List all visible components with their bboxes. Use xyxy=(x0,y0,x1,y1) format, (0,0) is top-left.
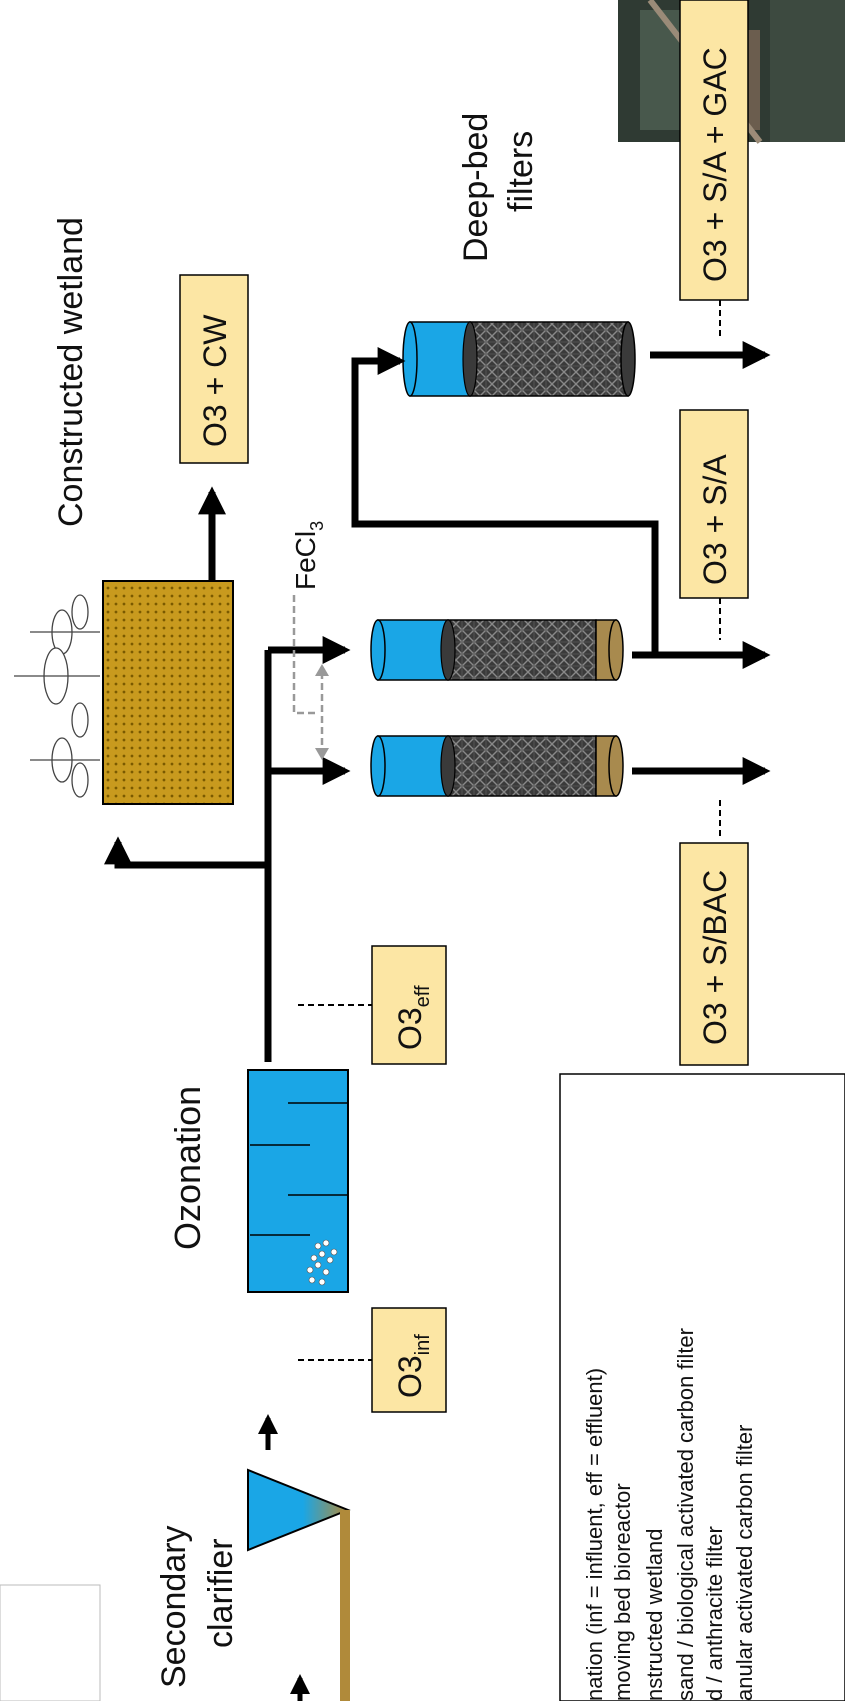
ozonation-reactor xyxy=(248,1070,348,1292)
filter-s-a xyxy=(371,620,623,680)
secondary-clarifier-label-1: Secondary xyxy=(155,1525,193,1688)
constructed-wetland xyxy=(14,581,233,804)
secondary-clarifier xyxy=(248,1470,350,1701)
o3-s-bac-label: O3 + S/BAC xyxy=(697,870,733,1045)
legend-entry: anular activated carbon filter xyxy=(732,1425,757,1701)
legend-entry: d / anthracite filter xyxy=(702,1526,727,1701)
inset-frame xyxy=(0,1585,100,1701)
deep-bed-label-2: filters xyxy=(502,131,540,212)
filter-gac xyxy=(403,322,635,396)
o3-s-a-label: O3 + S/A xyxy=(697,454,733,585)
filter-s-bac xyxy=(371,736,623,796)
constructed-wetland-label: Constructed wetland xyxy=(52,217,90,527)
secondary-clarifier-label-2: clarifier xyxy=(202,1538,240,1648)
fecl3-arrow-down xyxy=(315,748,329,760)
ozonation-label: Ozonation xyxy=(167,1086,208,1250)
legend-entry: nation (inf = influent, eff = effluent) xyxy=(582,1368,607,1701)
fecl3-arrow-up xyxy=(315,664,329,676)
fecl3-label: FeCl3 xyxy=(290,521,327,590)
o3-cw-label: O3 + CW xyxy=(197,314,233,447)
deep-bed-label-1: Deep-bed xyxy=(457,113,495,262)
legend-entry: nstructed wetland xyxy=(642,1529,667,1701)
legend-entry: sand / biological activated carbon filte… xyxy=(673,1328,698,1701)
o3-s-a-gac-label: O3 + S/A + GAC xyxy=(697,47,733,282)
legend-entry: moving bed bioreactor xyxy=(610,1483,635,1701)
